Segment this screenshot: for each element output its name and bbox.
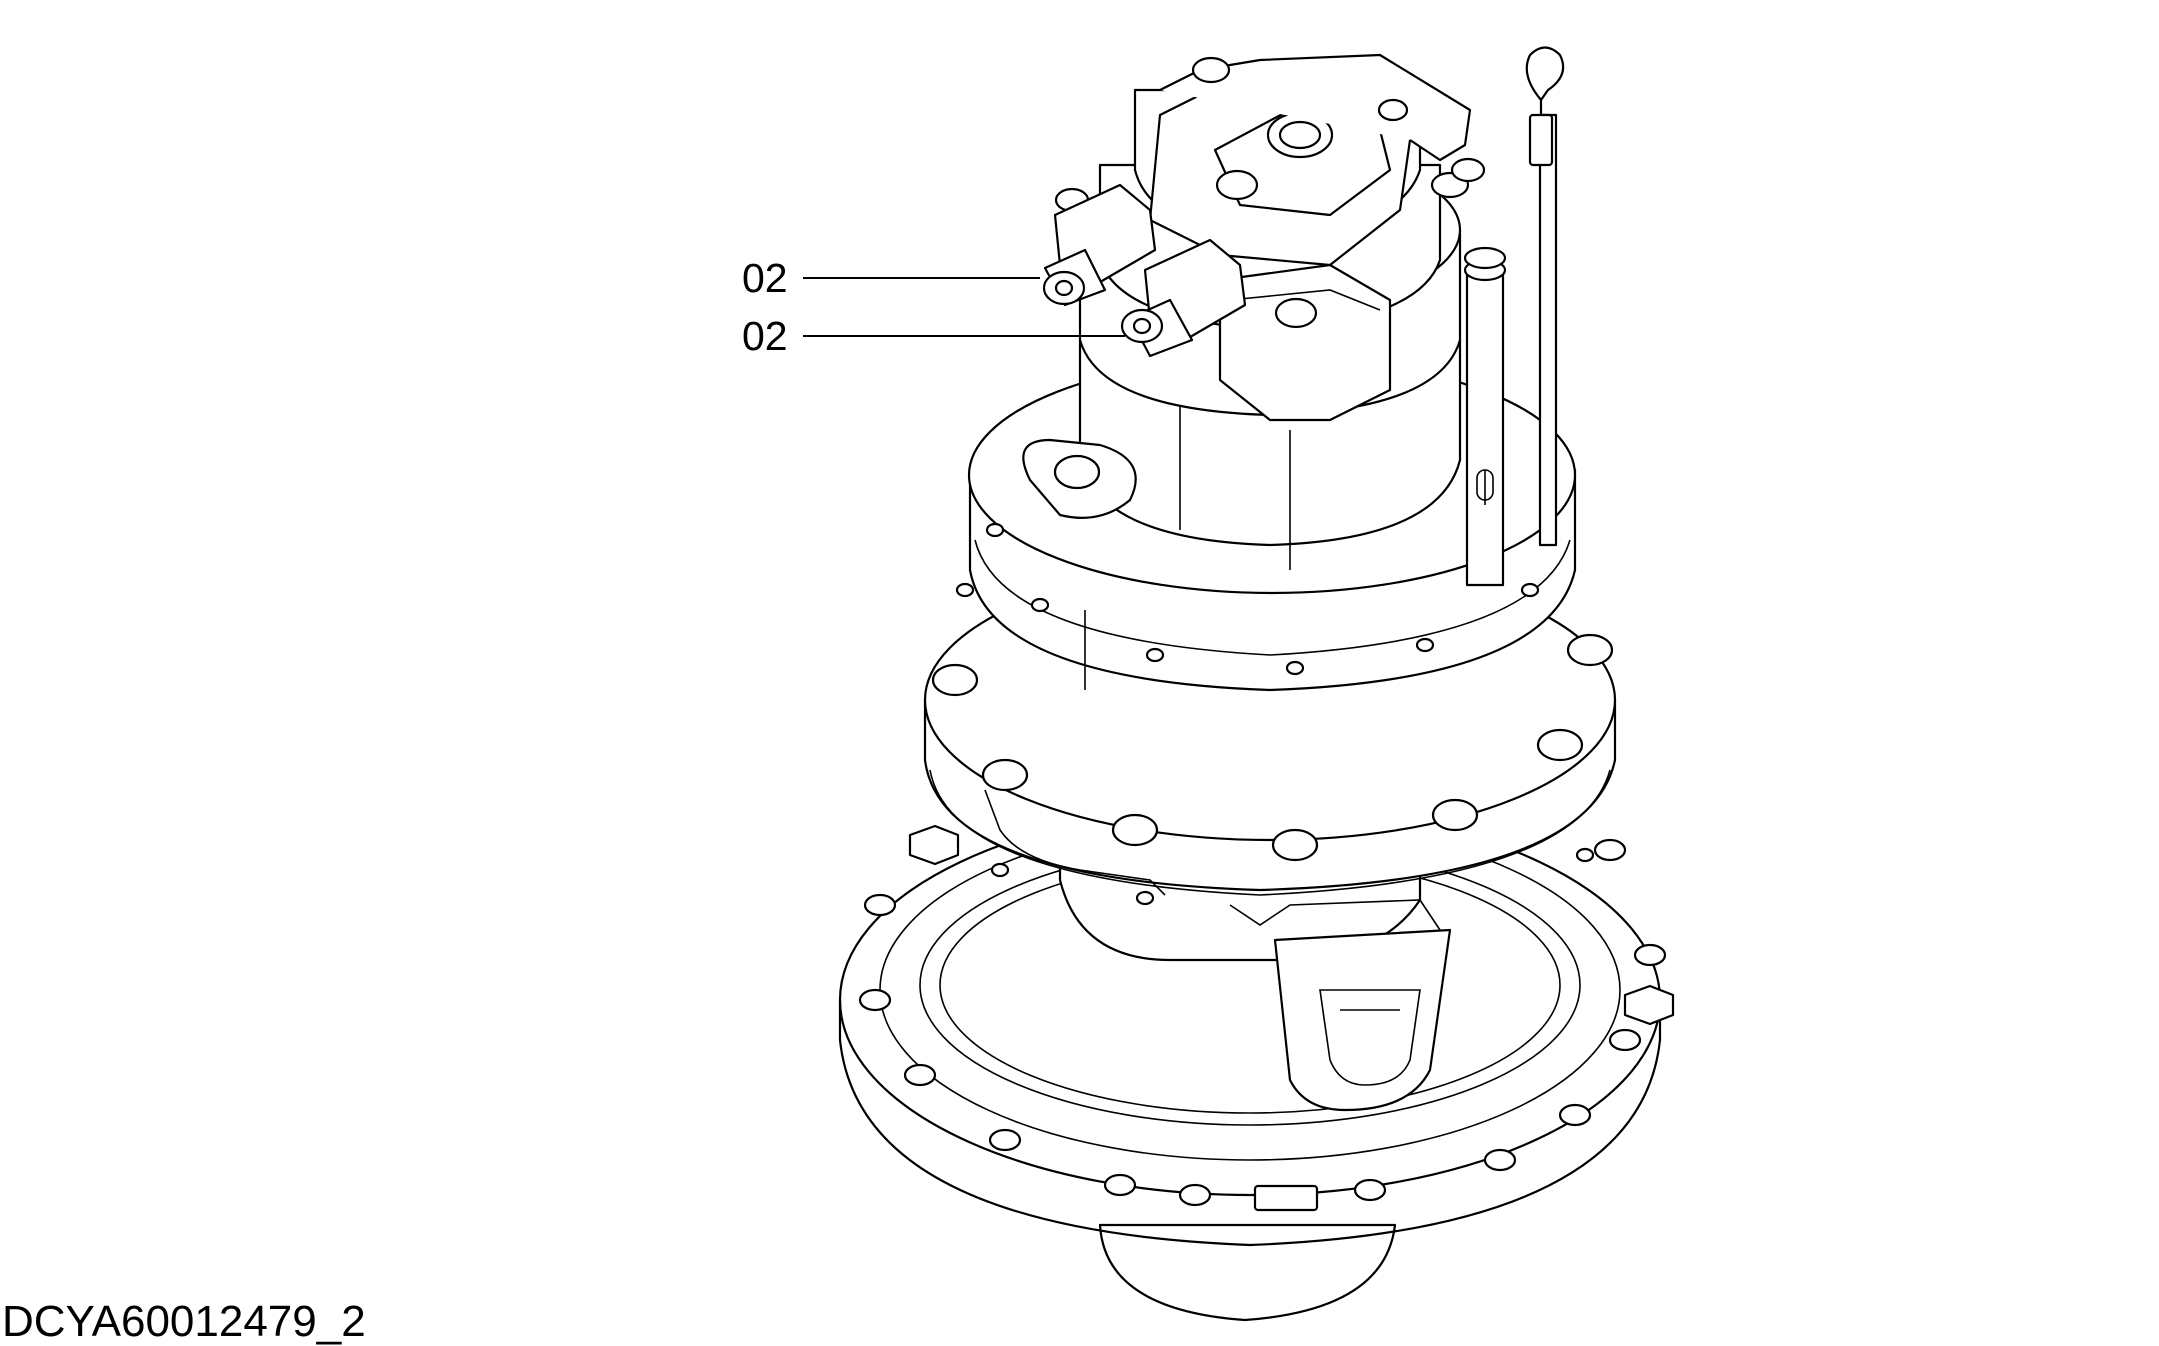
mid-ring-holes (955, 522, 1540, 676)
flange-bolt-holes (858, 838, 1667, 1207)
port-hole (1215, 169, 1259, 201)
cap-bolt (1191, 56, 1231, 84)
dipstick (1525, 46, 1565, 547)
relief-valve-lower (1120, 238, 1247, 358)
lifting-lug-hole (1053, 454, 1101, 490)
ring-small-holes (990, 847, 1595, 906)
output-shaft-stub (1098, 1223, 1397, 1322)
dipstick-ring (1525, 46, 1565, 102)
hex-plug (908, 824, 960, 866)
cap-bolt (1274, 297, 1318, 329)
ring-bolts-lower (931, 633, 1614, 862)
level-gauge (1463, 246, 1507, 587)
cap-bolt (1450, 157, 1486, 183)
relief-valve-upper (1042, 183, 1157, 307)
drawing-id: DCYA60012479_2 (2, 1297, 366, 1346)
hex-plug (1623, 984, 1675, 1026)
mounting-flange (838, 803, 1675, 1247)
name-plate (1253, 1184, 1319, 1212)
callout-label: 02 (742, 313, 788, 359)
callout-label: 02 (742, 255, 788, 301)
